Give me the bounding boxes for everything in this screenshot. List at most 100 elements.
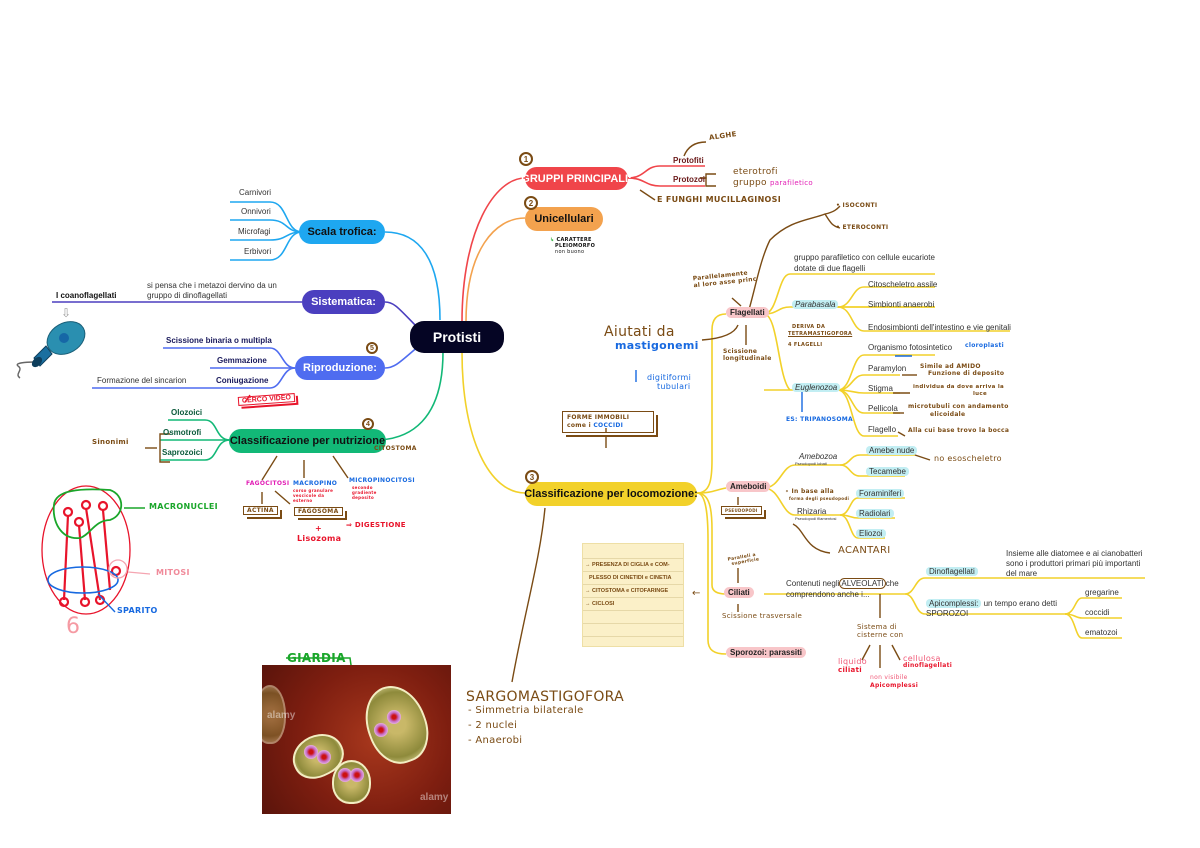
plus-sign: + xyxy=(315,524,323,533)
rhizaria-node[interactable]: Rhizaria Pseudopodi filamentosi xyxy=(795,508,836,522)
coccidi-label: COCCIDI xyxy=(593,422,624,429)
nutrizione-item[interactable]: Saprozoici xyxy=(162,448,203,457)
gruppi-item[interactable]: Protofiti xyxy=(673,156,704,165)
coanoflagellati-leaf[interactable]: I coanoflagellati xyxy=(56,291,117,300)
sincarion-note: Formazione del sincarion xyxy=(97,376,187,385)
rhizaria-sub: Pseudopodi filamentosi xyxy=(795,516,837,521)
riproduzione-item[interactable]: Gemmazione xyxy=(217,356,267,365)
isoconti-label: ISOCONTI xyxy=(842,202,878,209)
locomozione-label: Classificazione per locomozione: xyxy=(524,488,698,500)
scala-trofica-label: Scala trofica: xyxy=(307,226,377,238)
amebozoa-sub: Pseudopodi lobati xyxy=(795,461,827,466)
macropino-note: MACROPINO xyxy=(293,480,338,487)
apicomplessi-line: Apicomplessi: un tempo erano detti xyxy=(926,599,1057,609)
dino-note-line: sono i produttori primari più importanti xyxy=(1006,559,1141,568)
gruppi-item[interactable]: Protozoi xyxy=(673,175,705,184)
apicomplessi-item[interactable]: gregarine xyxy=(1085,588,1119,597)
riproduzione-item[interactable]: Coniugazione xyxy=(216,376,269,385)
rhizaria-item[interactable]: Foraminiferi xyxy=(856,489,905,498)
funghi-note: E FUNGHI MUCILLAGINOSI xyxy=(657,195,781,204)
nutrizione-label: Classificazione per nutrizione xyxy=(229,435,386,447)
lisosoma-note: Lisozoma xyxy=(297,534,342,543)
euglena-item[interactable]: Flagello xyxy=(868,425,897,434)
apicomplessi-item[interactable]: coccidi xyxy=(1085,608,1110,617)
riproduzione-node[interactable]: Riproduzione: xyxy=(295,356,385,380)
sargomastigofora-title: SARGOMASTIGOFORA xyxy=(466,689,625,705)
ciliati-node[interactable]: Ciliati xyxy=(724,587,754,598)
scala-trofica-node[interactable]: Scala trofica: xyxy=(299,220,385,244)
rhizaria-item[interactable]: Radiolari xyxy=(856,509,894,518)
sistematica-node[interactable]: Sistematica: xyxy=(302,290,385,314)
description-line: dotate di due flagelli xyxy=(794,264,866,273)
mitosi-label: MITOSI xyxy=(156,568,190,577)
fagocitosi-note: FAGOCITOSI xyxy=(246,480,290,487)
euglena-item[interactable]: Pellicola xyxy=(868,404,898,413)
unicellulari-node[interactable]: Unicellulari xyxy=(525,207,603,231)
flagellati-node[interactable]: Flagellati xyxy=(726,307,769,318)
locomozione-node[interactable]: Classificazione per locomozione: xyxy=(524,482,698,506)
amebozoa-item[interactable]: Amebe nude xyxy=(866,446,918,455)
contenuti-label: Contenuti negli xyxy=(786,579,840,588)
rhizaria-item[interactable]: Eliozoi xyxy=(856,529,886,538)
parabasala-item[interactable]: Endosimbionti dell'intestino e vie genit… xyxy=(868,323,1011,332)
ciliati-note-card: → PRESENZA DI CIGLIA e COM- PLESSO DI CI… xyxy=(582,543,684,647)
forme-immobili-line: FORME IMMOBILI xyxy=(567,414,630,421)
euglenozoa-node[interactable]: Euglenozoa xyxy=(792,383,841,392)
scala-item[interactable]: Carnivori xyxy=(239,188,272,197)
scala-item[interactable]: Onnivori xyxy=(241,207,271,216)
ameboidi-node[interactable]: Ameboidi xyxy=(726,481,771,492)
apicomplessi-note: un tempo erano detti xyxy=(983,599,1057,608)
gruppi-principali-node[interactable]: GRUPPI PRINCIPALI: xyxy=(521,167,632,190)
connector-locomozione xyxy=(461,351,526,494)
number-six-drawing: 6 xyxy=(66,614,80,639)
pellicola-line: elicoidale xyxy=(930,411,966,418)
cellulosa-note: cellulosa dinoflagellati xyxy=(903,655,952,670)
apicomplessi-node[interactable]: Apicomplessi: un tempo erano detti SPORO… xyxy=(926,599,1057,619)
amebozoa-item[interactable]: Tecamebe xyxy=(866,467,909,476)
central-node[interactable]: Protisti xyxy=(410,321,504,353)
apicomplessi-item[interactable]: ematozoi xyxy=(1085,628,1118,637)
dinoflagellati-node[interactable]: Dinoflagellati xyxy=(926,567,978,576)
in-base-line: forma degli pseudopodi xyxy=(789,496,850,501)
parabasala-item[interactable]: Citoscheletro assile xyxy=(868,280,938,289)
euglena-item[interactable]: Organismo fotosintetico xyxy=(868,343,953,352)
no-esoscheletro-note: no esoscheletro xyxy=(934,454,1002,463)
connector-nutrizione xyxy=(374,351,444,441)
scala-item[interactable]: Microfagi xyxy=(238,227,271,236)
in-base-line: ∘ In base alla xyxy=(785,488,834,495)
unicellulari-label: Unicellulari xyxy=(534,213,594,225)
scissione-trasversale-note: Scissione trasversale xyxy=(722,612,803,620)
riproduzione-item[interactable]: Scissione binaria o multipla xyxy=(166,336,272,345)
sistematica-note: si pensa che i metazoi dervino da un gru… xyxy=(147,281,277,301)
sistematica-label: Sistematica: xyxy=(311,296,376,308)
scissione-longitudinale-note: Scissione longitudinale xyxy=(723,348,772,362)
amebozoa-node[interactable]: Amebozoa Pseudopodi lobati xyxy=(795,453,837,467)
description-line: gruppo parafiletico con cellule eucariot… xyxy=(794,253,935,262)
scala-item[interactable]: Erbivori xyxy=(244,247,272,256)
sporozoi-node[interactable]: Sporozoi: parassiti xyxy=(726,647,807,658)
non-visibile-note: non visibile Apicomplessi xyxy=(870,674,918,690)
connector-unicellulari xyxy=(465,217,526,323)
mastigonemi-note: mastigonemi xyxy=(615,339,699,352)
euglena-item[interactable]: Paramylon xyxy=(868,364,907,373)
micropino-detail: secondo gradiente deposito xyxy=(352,485,377,500)
note-card-line: → CITOSTOMA e CITOFARINGE xyxy=(583,585,683,598)
dino-note-line: Insieme alle diatomee e ai cianobatteri xyxy=(1006,549,1143,558)
connector-gruppi xyxy=(461,177,526,323)
apicomplessi-red-label: Apicomplessi xyxy=(870,682,919,689)
digitiformi-line: digitiformi xyxy=(647,373,692,382)
nutrizione-item[interactable]: Olozoici xyxy=(171,408,203,417)
sargo-item: - Simmetria bilaterale xyxy=(468,705,584,716)
nutrizione-node[interactable]: Classificazione per nutrizione xyxy=(229,429,386,453)
digitiformi-note: digitiformi tubulari xyxy=(647,373,691,391)
euglena-item[interactable]: Stigma xyxy=(868,384,893,393)
nutrizione-item[interactable]: Osmotrofi xyxy=(163,428,202,437)
parabasala-item[interactable]: Simbionti anaerobi xyxy=(868,300,935,309)
ciliati-red-label: ciliati xyxy=(838,666,862,674)
apicomplessi-line: SPOROZOI xyxy=(926,609,969,618)
digestione-label: DIGESTIONE xyxy=(354,521,406,529)
che-label: che xyxy=(885,579,899,588)
parabasala-node[interactable]: Parabasala xyxy=(792,300,839,309)
